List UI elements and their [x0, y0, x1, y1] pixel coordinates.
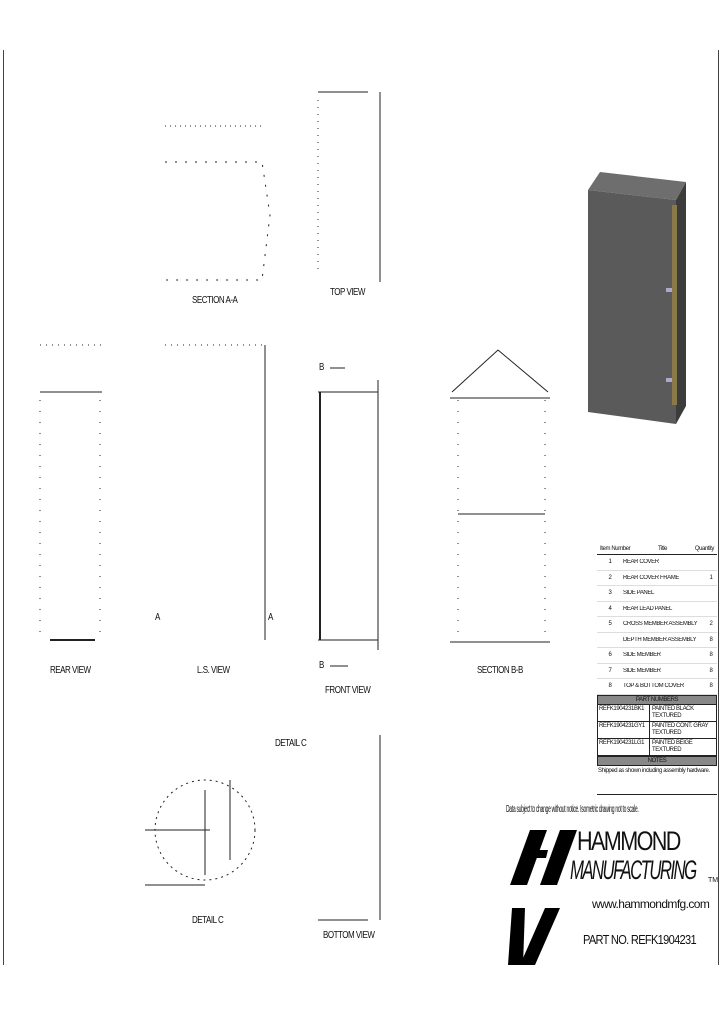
item-number: 3	[608, 590, 612, 597]
bottom-view-drawing	[318, 735, 381, 921]
brand-name: HAMMOND	[577, 826, 681, 856]
table-row: 7 SIDE MEMBER 8	[597, 664, 717, 679]
brand-name-line2: MANUFACTURING	[570, 855, 697, 885]
table-row: 6 SIDE MEMBER 8	[597, 648, 717, 664]
section-aa-drawing	[165, 125, 271, 281]
notes-title: NOTES	[597, 755, 717, 766]
parts-table-header: Item Number Title Quantity	[597, 544, 717, 555]
item-title: CROSS MEMBER ASSEMBLY	[623, 621, 698, 628]
detail-c-label: DETAIL C	[192, 915, 224, 926]
item-qty: 8	[709, 683, 713, 690]
item-number: 8	[608, 683, 612, 690]
front-view-drawing	[318, 367, 379, 667]
item-qty: 8	[709, 636, 713, 643]
top-view-drawing	[317, 91, 381, 282]
part-number-desc: PAINTED BLACK TEXTURED	[652, 705, 694, 719]
table-row: 4 REAR LEAD PANEL	[597, 602, 717, 617]
item-title: REAR COVER FRAME	[623, 574, 679, 581]
item-number: 4	[608, 605, 612, 612]
item-title: SIDE MEMBER	[623, 652, 661, 659]
table-row: 8 TOP & BOTTOM COVER 8	[597, 679, 717, 695]
header-item-number: Item Number	[600, 546, 631, 552]
section-bb-drawing	[450, 349, 550, 643]
table-row: 2 REAR COVER FRAME 1	[597, 571, 717, 586]
item-number: 5	[608, 621, 612, 628]
enclosure-isometric	[588, 172, 686, 424]
item-title: TOP & BOTTOM COVER	[623, 683, 684, 690]
ls-view-label: L.S. VIEW	[197, 665, 230, 676]
item-qty: 8	[709, 667, 713, 674]
section-marker-a: A	[155, 612, 160, 623]
ls-view-drawing	[165, 344, 266, 640]
item-title: SIDE PANEL	[623, 590, 654, 597]
item-title: DEPTH MEMBER ASSEMBLY	[623, 636, 697, 643]
website: www.hammondmfg.com	[592, 897, 710, 911]
bottom-view-label: BOTTOM VIEW	[323, 930, 375, 941]
notes-text: Shipped as shown including assembly hard…	[597, 766, 717, 795]
part-number: PART NO. REFK1904231	[583, 932, 697, 947]
part-number-code: REFK1904231GY1	[598, 721, 650, 738]
item-number: 6	[608, 652, 612, 659]
part-numbers-title: PART NUMBERS	[597, 694, 717, 705]
item-qty: 2	[709, 621, 713, 628]
part-number-desc: PAINTED CONT. GRAY TEXTURED	[652, 722, 709, 736]
detail-c-top-label: DETAIL C	[275, 738, 307, 749]
trademark: TM	[708, 877, 719, 884]
item-title: SIDE MEMBER	[623, 667, 661, 674]
item-qty: 8	[709, 652, 713, 659]
disclaimer: Data subject to change without notice. I…	[506, 804, 639, 815]
table-row: 5 CROSS MEMBER ASSEMBLY 2	[597, 617, 717, 633]
section-bb-label: SECTION B-B	[477, 665, 523, 676]
section-marker-a: A	[268, 612, 273, 623]
rear-view-drawing	[39, 344, 102, 641]
item-title: REAR LEAD PANEL	[623, 605, 672, 612]
item-qty: 1	[709, 574, 713, 581]
section-marker-b: B	[319, 362, 324, 373]
part-number-desc: PAINTED BEIGE TEXTURED	[652, 739, 693, 753]
section-marker-b: B	[319, 660, 324, 671]
item-title: REAR COVER	[623, 559, 659, 566]
table-row: 1 REAR COVER	[597, 555, 717, 571]
header-quantity: Quantity	[694, 546, 715, 552]
rear-view-label: REAR VIEW	[50, 665, 91, 676]
section-aa-label: SECTION A-A	[192, 295, 238, 306]
part-number-code: REFK1904231BK1	[598, 704, 650, 721]
drawing-frame	[3, 50, 719, 965]
table-row: DEPTH MEMBER ASSEMBLY 8	[597, 633, 717, 648]
front-view-label: FRONT VIEW	[325, 685, 371, 696]
header-title: Title	[658, 546, 668, 552]
item-number: 2	[608, 574, 612, 581]
part-number-code: REFK1904231LG1	[598, 738, 650, 755]
top-view-label: TOP VIEW	[330, 287, 365, 298]
table-row: 3 SIDE PANEL	[597, 586, 717, 602]
hammond-logo	[508, 830, 577, 965]
detail-c-drawing	[145, 779, 256, 886]
item-number: 7	[608, 667, 612, 674]
item-number: 1	[608, 559, 612, 566]
